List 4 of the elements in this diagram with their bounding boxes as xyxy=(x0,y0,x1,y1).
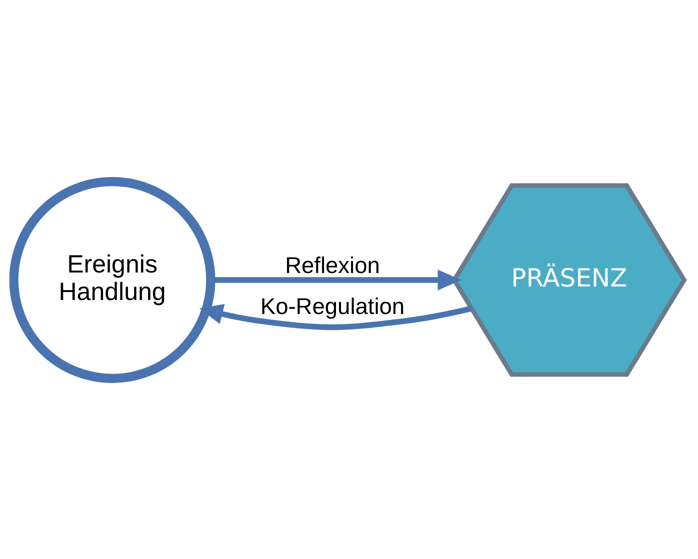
edge-label: Ko-Regulation xyxy=(260,292,405,319)
arrow xyxy=(199,304,472,330)
edge-label: Reflexion xyxy=(285,252,380,278)
node-circle: Ereignis Handlung xyxy=(9,176,216,382)
